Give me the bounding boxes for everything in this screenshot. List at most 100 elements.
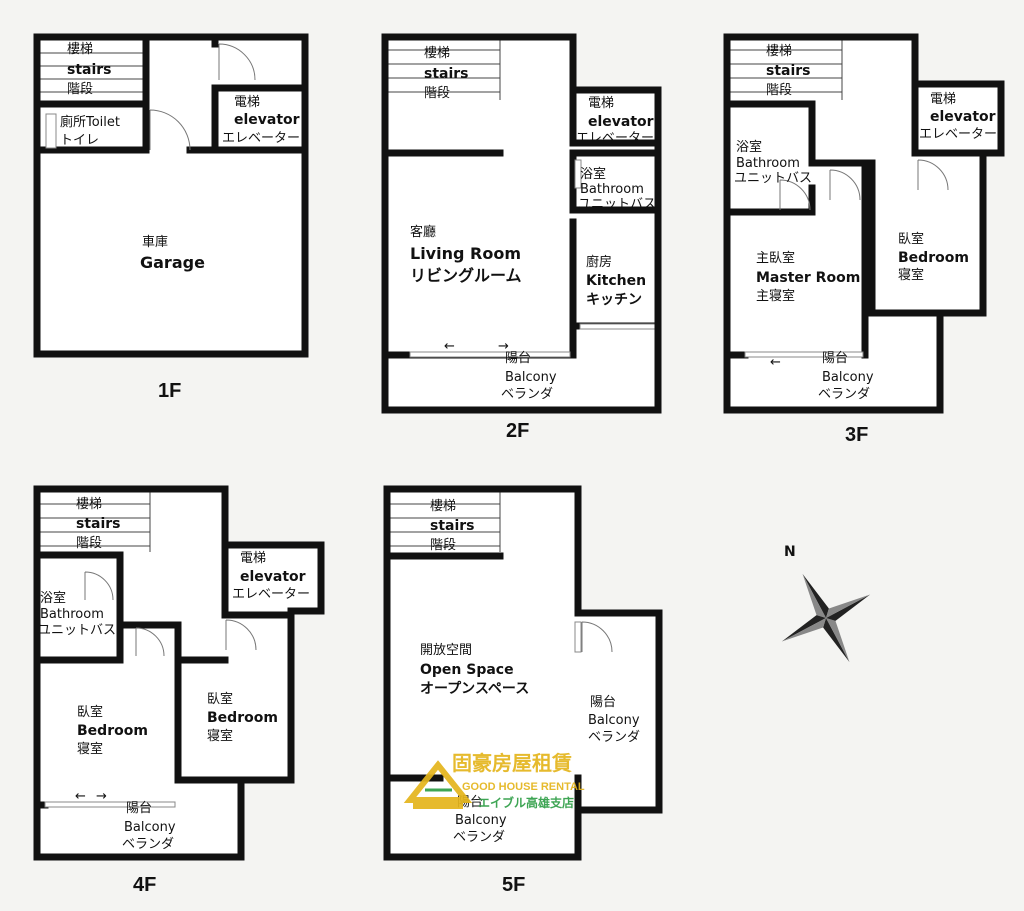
f4-bedroom1-zh: 臥室 [77, 704, 103, 720]
f4-stairs-en: stairs [76, 516, 121, 532]
f2-kitchen-en: Kitchen [586, 273, 646, 289]
f2-kitchen-zh: 廚房 [586, 254, 612, 270]
compass-north-label: N [784, 544, 796, 560]
f2-bath-en: Bathroom [580, 182, 644, 197]
f4-balcony-jp: ベランダ [122, 837, 174, 852]
floor-5f-stairs: 樓梯 stairs 階段 [390, 492, 501, 553]
f3-bath-zh: 浴室 [736, 139, 762, 155]
f4-elevator-jp: エレベーター [232, 587, 310, 602]
f1-garage-zh: 車庫 [142, 235, 168, 250]
f2-balcony-zh: 陽台 [505, 351, 531, 366]
f2-balcony-en: Balcony [505, 370, 557, 385]
f3-elevator-jp: エレベーター [919, 127, 997, 142]
f2-stairs-jp: 階段 [424, 86, 450, 101]
watermark-name-en: GOOD HOUSE RENTAL [462, 781, 585, 793]
f5-stairs-zh: 樓梯 [430, 499, 456, 514]
compass-rose-icon [781, 573, 871, 663]
f5-balcony-right-en: Balcony [588, 713, 640, 728]
f2-elevator-jp: エレベーター [576, 131, 654, 146]
f3-bedroom-en: Bedroom [898, 250, 969, 266]
floor-5f: 樓梯 stairs 階段 開放空間 Open Space オープンスペース 陽台… [383, 485, 663, 896]
floor-3f-stairs: 樓梯 stairs 階段 [730, 40, 843, 100]
f3-bedroom-jp: 寝室 [898, 267, 924, 283]
f3-slide-arrow: ← [770, 355, 781, 370]
watermark-branch: エイブル高雄支店 [478, 795, 574, 810]
f1-elevator-zh: 電梯 [234, 95, 260, 110]
f4-slide-arrow-right: → [96, 789, 107, 804]
floor-1f-exterior [33, 33, 309, 358]
f5-open-zh: 開放空間 [420, 643, 472, 658]
f1-stairs-zh: 樓梯 [67, 42, 93, 57]
f2-bath-zh: 浴室 [580, 166, 606, 182]
f4-balcony-zh: 陽台 [126, 801, 152, 816]
f3-elevator-zh: 電梯 [930, 92, 956, 107]
f5-open-jp: オープンスペース [420, 681, 529, 697]
floor-2f: 樓梯 stairs 階段 ← → 電梯 elevator エレベーター 浴室 B… [381, 33, 662, 442]
f3-balcony-en: Balcony [822, 370, 874, 385]
f2-elevator-en: elevator [588, 114, 654, 130]
f1-toilet-jp: トイレ [60, 133, 99, 148]
f3-master-jp: 主寝室 [756, 288, 795, 304]
f5-balcony-bottom-en: Balcony [455, 813, 507, 828]
f4-bath-jp: ユニットバス [38, 623, 116, 638]
f2-slide-arrow-right: → [498, 339, 509, 354]
floor-2f-stairs: 樓梯 stairs 階段 [388, 40, 501, 101]
f3-master-en: Master Room [756, 270, 860, 286]
f2-slide-arrow-left: ← [444, 339, 455, 354]
f4-bedroom2-jp: 寝室 [207, 728, 233, 744]
floor-1f: 樓梯 stairs 階段 廁所Toilet トイレ 電梯 elevator エレ… [33, 33, 309, 402]
floor-4f-stairs: 樓梯 stairs 階段 [40, 492, 151, 552]
f3-elevator-en: elevator [930, 109, 996, 125]
f1-garage-en: Garage [140, 253, 205, 272]
f3-bath-en: Bathroom [736, 156, 800, 171]
f4-bath-en: Bathroom [40, 607, 104, 622]
f3-balcony-jp: ベランダ [818, 387, 870, 402]
f2-living-jp: リビングルーム [410, 266, 522, 285]
f4-bath-zh: 浴室 [40, 590, 66, 606]
f4-stairs-jp: 階段 [76, 536, 102, 551]
f4-bedroom2-zh: 臥室 [207, 691, 233, 707]
floor-2f-title: 2F [506, 420, 529, 442]
f1-stairs-en: stairs [67, 62, 112, 78]
floor-5f-title: 5F [502, 874, 525, 896]
f5-balcony-right-zh: 陽台 [590, 695, 616, 710]
f1-toilet-window [45, 113, 57, 149]
f5-stairs-jp: 階段 [430, 538, 456, 553]
f2-balcony-jp: ベランダ [501, 387, 553, 402]
f2-living-en: Living Room [410, 244, 521, 263]
f5-stairs-en: stairs [430, 518, 475, 534]
f1-elevator-jp: エレベーター [222, 131, 300, 146]
f2-stairs-zh: 樓梯 [424, 46, 450, 61]
f4-bedroom1-en: Bedroom [77, 723, 148, 739]
f5-open-en: Open Space [420, 662, 514, 678]
house-logo-icon [403, 760, 473, 809]
f1-toilet-label: 廁所Toilet [60, 114, 120, 130]
f3-bath-jp: ユニットバス [734, 171, 812, 186]
f5-balcony-right-jp: ベランダ [588, 730, 640, 745]
f3-stairs-zh: 樓梯 [766, 44, 792, 59]
f4-slide-arrow-left: ← [75, 789, 86, 804]
f4-bedroom1-jp: 寝室 [77, 741, 103, 757]
floor-4f-title: 4F [133, 874, 156, 896]
floor-3f: 樓梯 stairs 階段 ← 電梯 elevator エレベーター 浴室 Bat… [723, 33, 1005, 446]
f3-stairs-jp: 階段 [766, 83, 792, 98]
f4-stairs-zh: 樓梯 [76, 497, 102, 512]
f2-stairs-en: stairs [424, 66, 469, 82]
floor-1f-title: 1F [158, 380, 181, 402]
f3-bedroom-zh: 臥室 [898, 231, 924, 247]
f1-elevator-en: elevator [234, 112, 300, 128]
f3-master-zh: 主臥室 [756, 250, 795, 266]
f4-bedroom2-en: Bedroom [207, 710, 278, 726]
f4-elevator-zh: 電梯 [240, 551, 266, 566]
f2-bath-jp: ユニットバス [578, 197, 656, 212]
f3-balcony-zh: 陽台 [822, 351, 848, 366]
f4-balcony-en: Balcony [124, 820, 176, 835]
watermark: 固豪房屋租賃 GOOD HOUSE RENTAL エイブル高雄支店 [403, 751, 585, 810]
f1-stairs-jp: 階段 [67, 82, 93, 97]
f5-balcony-bottom-jp: ベランダ [453, 830, 505, 845]
floor-4f: 樓梯 stairs 階段 ← → 電梯 elevator エレベーター 浴室 B… [33, 485, 325, 896]
floor-1f-stairs: 樓梯 stairs 階段 [40, 40, 147, 104]
f4-elevator-en: elevator [240, 569, 306, 585]
floor-3f-title: 3F [845, 424, 868, 446]
